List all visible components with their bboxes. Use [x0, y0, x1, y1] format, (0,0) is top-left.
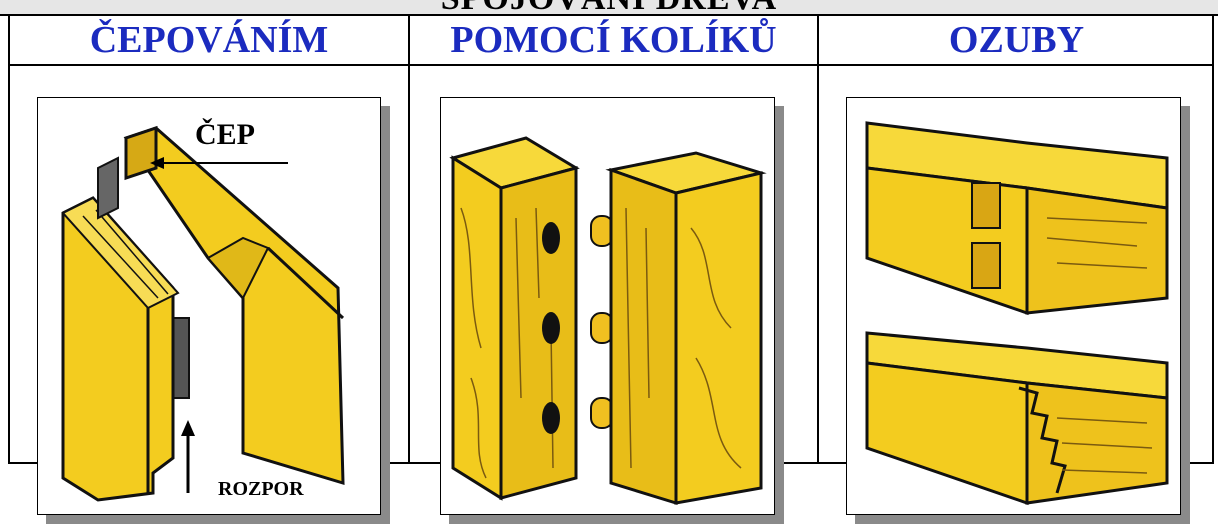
upper-board-a: [867, 168, 1027, 313]
panel-cepovani: ČEP ROZPOR: [37, 97, 381, 515]
page-title: SPOJOVÁNÍ DŘEVA: [0, 0, 1218, 16]
dowel-hole-3: [542, 402, 560, 434]
dowel-hole-2: [542, 312, 560, 344]
column-divider-1: [408, 16, 410, 464]
lower-board-a: [867, 363, 1027, 503]
panel-ozuby: [846, 97, 1181, 515]
lower-board-b: [1027, 383, 1167, 503]
column-divider-2: [817, 16, 819, 464]
heading-cepovanim: ČEPOVÁNÍM: [10, 16, 408, 64]
header-divider: [8, 64, 1214, 66]
dovetail-joints-illustration: [847, 98, 1180, 514]
upper-board-b: [1027, 188, 1167, 313]
heading-pomoci-koliku: POMOCÍ KOLÍKŮ: [410, 16, 817, 64]
tenon-joint-illustration: [38, 98, 380, 514]
label-cep: ČEP: [195, 118, 255, 152]
panel-koliky: [440, 97, 775, 515]
label-rozpor: ROZPOR: [218, 478, 304, 501]
dowel-hole-1: [542, 222, 560, 254]
title-bar: SPOJOVÁNÍ DŘEVA: [0, 0, 1218, 16]
heading-ozuby: OZUBY: [819, 16, 1214, 64]
left-block: [453, 158, 501, 498]
right-block: [611, 170, 676, 503]
dowel-joint-illustration: [441, 98, 774, 514]
